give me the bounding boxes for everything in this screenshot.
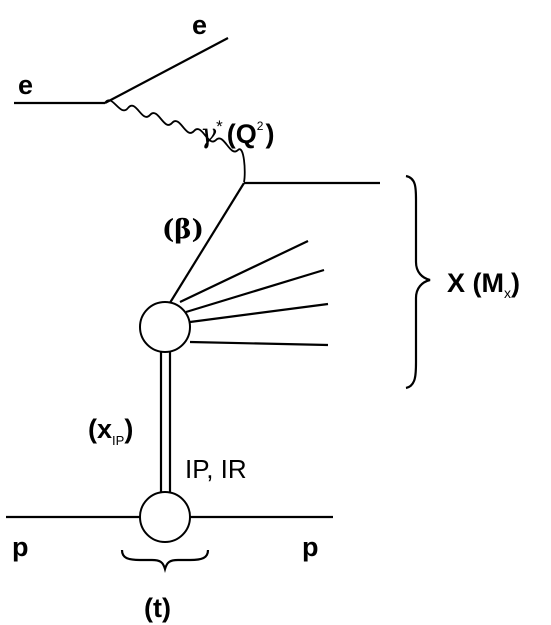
- exchange-label: IP, IR: [185, 454, 247, 484]
- beta-label: (β): [162, 215, 204, 245]
- final-state-line-3: [189, 302, 329, 324]
- x-system-brace: [405, 174, 431, 390]
- t-brace: [120, 549, 210, 573]
- quark-line: [167, 182, 245, 307]
- photon-label: γ*(Q2): [200, 117, 274, 150]
- incoming-proton-label: p: [12, 532, 29, 562]
- outgoing-electron-line: [104, 37, 229, 104]
- final-state-line-4: [189, 340, 329, 347]
- virtual-photon-line: [104, 99, 246, 183]
- outgoing-electron-label: e: [192, 10, 207, 40]
- upper-vertex-blob: [139, 301, 191, 353]
- x-system-label: X (Mx): [447, 268, 520, 301]
- final-state-line-1: [179, 240, 309, 303]
- final-state-line-2: [185, 268, 325, 314]
- outgoing-proton-label: p: [302, 532, 319, 562]
- t-label: (t): [144, 593, 171, 623]
- lower-vertex-blob: [139, 491, 191, 543]
- xpom-label: (xIP): [88, 414, 133, 448]
- incoming-electron-label: e: [18, 70, 33, 100]
